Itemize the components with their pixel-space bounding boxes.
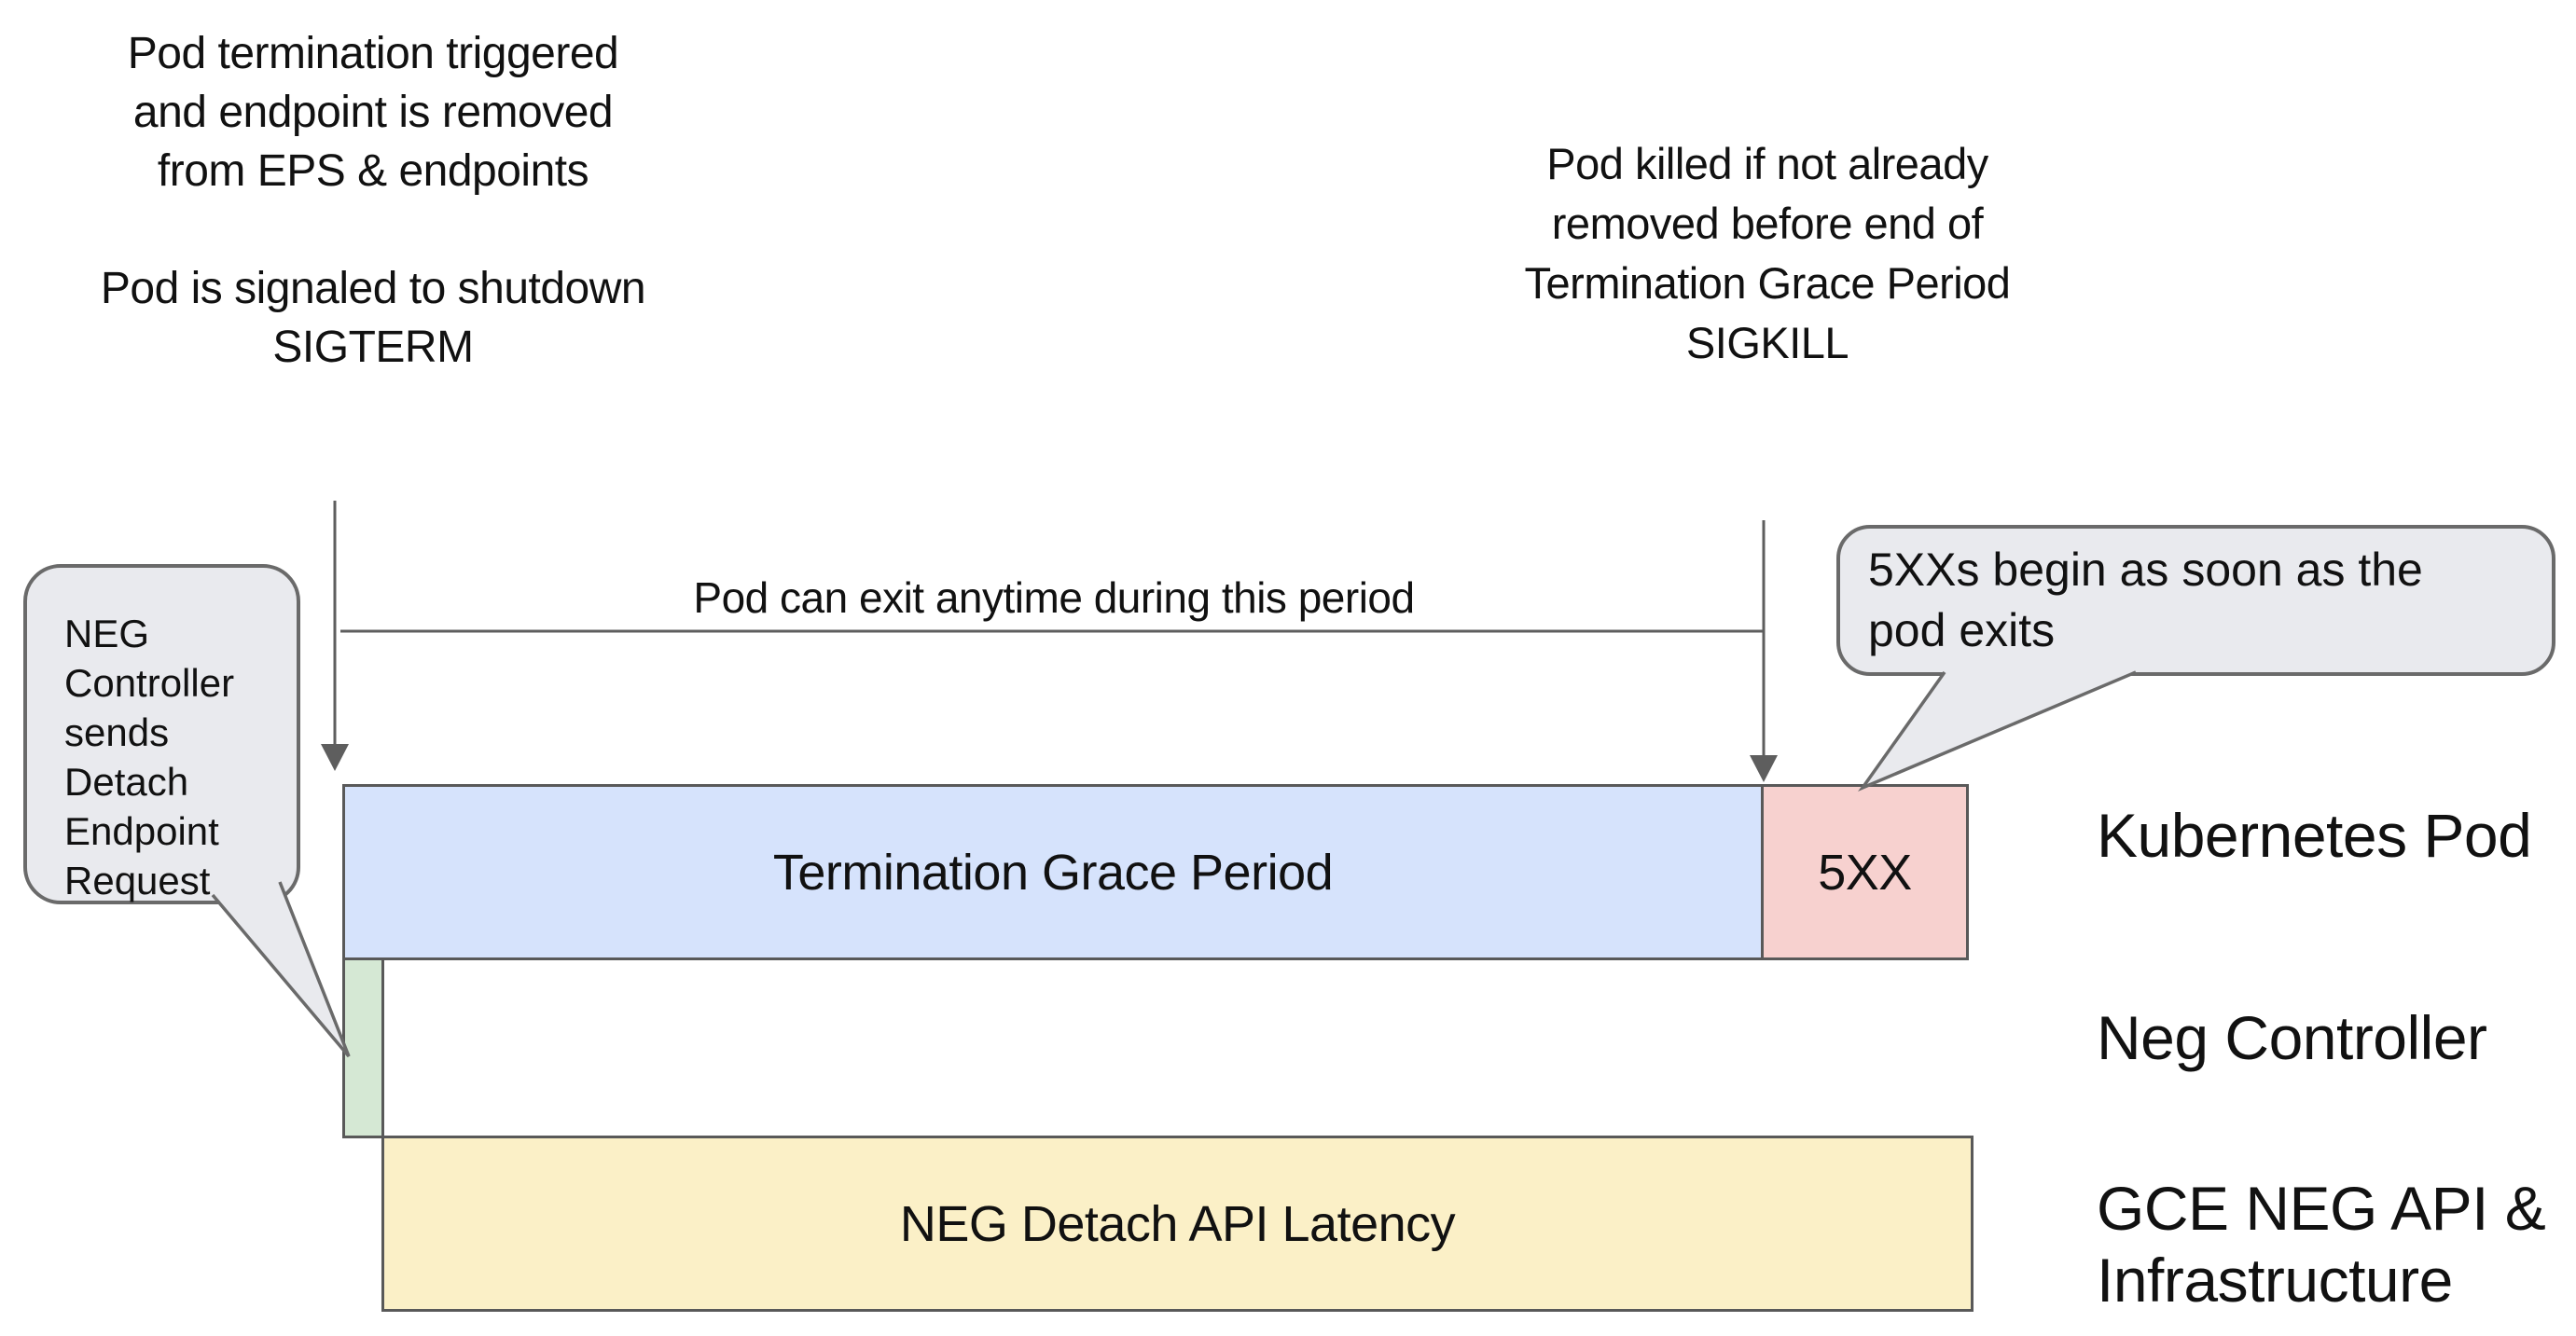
error-5xx-bar: 5XX [1761,784,1969,960]
error-5xx-label: 5XX [1818,844,1912,901]
annotation-paragraph-gap [51,200,695,259]
callout-tail-right [1858,670,2137,792]
row-label-kubernetes-pod: Kubernetes Pod [2097,801,2532,870]
row-label-neg-controller: Neg Controller [2097,1003,2487,1072]
callout-5xx-begin: 5XXs begin as soon as the pod exits [1836,525,2555,676]
callout-line: Endpoint [64,809,219,853]
annotation-pod-can-exit: Pod can exit anytime during this period [693,573,1415,622]
callout-tail-left [211,881,351,1058]
annotation-pod-killed: Pod killed if not already removed before… [1436,134,2098,373]
callout-neg-controller-detach: NEG Controller sends Detach Endpoint Req… [23,564,300,904]
callout-line: sends [64,710,170,754]
annotation-line: SIGKILL [1685,318,1849,367]
annotation-line: removed before end of [1551,199,1984,248]
neg-detach-api-latency-bar: NEG Detach API Latency [381,1136,1974,1312]
row-label-gce-neg-api: GCE NEG API & Infrastructure [2097,1174,2546,1315]
annotation-pod-termination: Pod termination triggered and endpoint i… [51,24,695,377]
annotation-line: Termination Grace Period [1524,258,2011,308]
annotation-line: and endpoint is removed [132,88,614,137]
termination-grace-period-label: Termination Grace Period [772,844,1334,901]
annotation-line: Pod termination triggered [127,29,619,78]
callout-line: pod exits [1868,604,2056,656]
down-arrow-icon [1750,520,1778,782]
callout-line: Controller [64,661,235,705]
termination-grace-period-bar: Termination Grace Period [342,784,1764,960]
callout-line: Request [64,859,211,902]
callout-line: Detach [64,760,189,804]
neg-detach-api-latency-label: NEG Detach API Latency [899,1195,1456,1252]
neg-detach-request-bar [342,957,384,1138]
callout-line: 5XXs begin as soon as the [1868,544,2423,596]
annotation-line: from EPS & endpoints [157,146,589,196]
down-arrow-icon [321,501,349,771]
annotation-line: Pod killed if not already [1546,139,1988,188]
annotation-line: Pod is signaled to shutdown [100,264,646,313]
callout-line: NEG [64,612,150,655]
annotation-line: SIGTERM [272,323,474,372]
